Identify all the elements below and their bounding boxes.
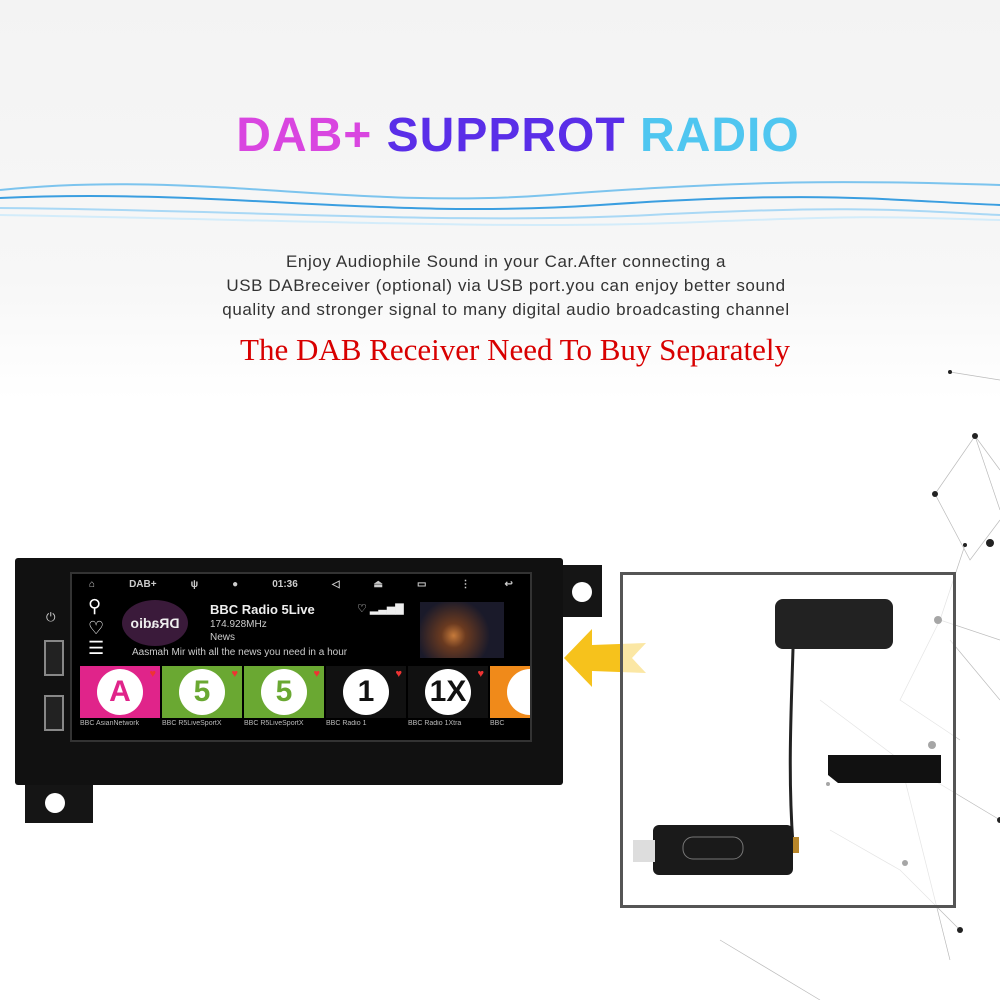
station-tile[interactable]: 1♥	[326, 666, 406, 718]
station-tile-label: BBC Radio 1	[326, 720, 367, 727]
power-icon[interactable]: ⏻	[46, 610, 56, 624]
station-tile-label: BBC R5LiveSportX	[244, 720, 304, 727]
favorite-heart-icon[interactable]: ♥	[395, 668, 402, 680]
eject-icon[interactable]: ⏏	[373, 578, 383, 590]
description-line: Enjoy Audiophile Sound in your Car.After…	[285, 252, 727, 271]
now-playing-message: Aasmah Mir with all the news you need in…	[132, 647, 348, 658]
station-tile-label: BBC	[490, 720, 505, 727]
station-tile-symbol: 5	[179, 669, 225, 715]
description-line: USB DABreceiver (optional) via USB port.…	[226, 276, 786, 295]
dab-receiver-box	[620, 572, 956, 908]
station-tile-label: BBC R5LiveSportX	[162, 720, 222, 727]
station-tile-symbol: 5	[261, 669, 307, 715]
description: Enjoy Audiophile Sound in your Car.After…	[0, 250, 1000, 322]
title-dab: DAB+	[236, 109, 373, 162]
station-tile[interactable]: ♥	[490, 666, 530, 718]
home-icon[interactable]: ⌂	[89, 578, 96, 590]
station-genre: News	[210, 632, 236, 643]
station-tiles: A♥5♥5♥1♥1X♥♥	[80, 666, 530, 718]
station-logo: DRadio	[122, 600, 188, 646]
dab-receiver-image	[633, 599, 941, 875]
status-bar: ⌂ DAB+ ψ ● 01:36 ◁ ⏏ ▭ ⋮ ↩	[72, 574, 530, 594]
back-icon[interactable]: ↩	[504, 578, 513, 590]
wave-decoration	[0, 181, 1000, 226]
volume-icon[interactable]: ◁	[331, 578, 340, 590]
album-art	[420, 602, 504, 658]
favorite-heart-icon[interactable]: ♥	[149, 668, 156, 680]
favorite-heart-icon[interactable]: ♥	[477, 668, 484, 680]
station-tile-label: BBC AsianNetwork	[80, 720, 140, 727]
favorite-heart-icon[interactable]: ♥	[231, 668, 238, 680]
station-tile-symbol: A	[97, 669, 143, 715]
time: 01:36	[272, 578, 298, 590]
station-labels: BBC AsianNetwork BBC R5LiveSportX BBC R5Li…	[80, 720, 530, 727]
location-icon: ●	[232, 578, 239, 590]
station-tile[interactable]: A♥	[80, 666, 160, 718]
screen-icon[interactable]: ▭	[417, 578, 427, 590]
station-name: BBC Radio 5Live	[210, 602, 315, 617]
arrow-icon	[564, 629, 646, 687]
station-tile[interactable]: 5♥	[162, 666, 242, 718]
status-label: DAB+	[129, 578, 157, 590]
station-tile[interactable]: 1X ♥	[408, 666, 488, 718]
favorite-signal-icon[interactable]: ♡ ▂▃▅▇	[357, 603, 404, 615]
station-frequency: 174.928MHz	[210, 619, 267, 630]
header-background	[0, 0, 1000, 400]
page-title: DAB+ SUPPROT RADIO	[0, 108, 1000, 163]
title-support: SUPPROT	[386, 109, 626, 162]
station-tile-symbol: 1	[343, 669, 389, 715]
usb-port	[44, 640, 64, 676]
mount-ear	[560, 565, 602, 617]
station-tile-symbol	[507, 669, 530, 715]
side-panel: ⏻	[40, 600, 68, 740]
mount-tab	[25, 783, 93, 823]
title-radio: RADIO	[640, 109, 800, 162]
description-line: quality and stronger signal to many digi…	[222, 300, 790, 319]
notice-text: The DAB Receiver Need To Buy Separately	[240, 332, 790, 367]
favorite-heart-icon[interactable]: ♥	[313, 668, 320, 680]
radio-screen: ⌂ DAB+ ψ ● 01:36 ◁ ⏏ ▭ ⋮ ↩ ⚲ ♡ ☰ DRadio …	[70, 572, 532, 742]
usb-port	[44, 695, 64, 731]
menu-icon[interactable]: ⋮	[460, 578, 471, 590]
station-tile-symbol: 1X	[425, 669, 471, 715]
search-icon[interactable]: ⚲	[88, 596, 102, 616]
list-icon[interactable]: ☰	[88, 638, 105, 658]
station-tile-label: BBC Radio 1Xtra	[408, 720, 462, 727]
usb-icon: ψ	[190, 578, 199, 590]
station-tile[interactable]: 5♥	[244, 666, 324, 718]
heart-icon[interactable]: ♡	[88, 618, 105, 638]
